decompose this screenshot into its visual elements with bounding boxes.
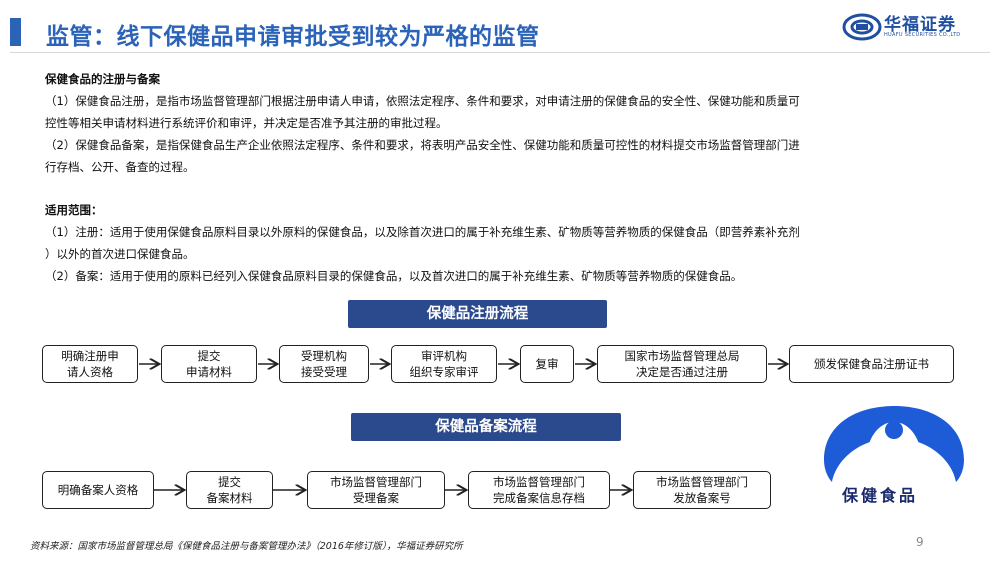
- reg-step-5: 复审: [520, 345, 574, 383]
- paragraph-scope-registration-line1: （1）注册：适用于使用保健食品原料目录以外原料的保健食品，以及除首次进口的属于补…: [45, 225, 800, 239]
- reg-step-1: 明确注册申请人资格: [42, 345, 138, 383]
- reg-step-4: 审评机构组织专家审评: [391, 345, 497, 383]
- title-accent-bar: [10, 18, 21, 46]
- reg-step-6: 国家市场监督管理总局决定是否通过注册: [597, 345, 767, 383]
- paragraph-scope-registration-line2: ）以外的首次进口保健食品。: [45, 247, 195, 261]
- section-title-scope: 适用范围：: [45, 203, 103, 217]
- reg-step-3: 受理机构接受受理: [279, 345, 369, 383]
- health-food-emblem-label: 保健食品: [842, 486, 919, 505]
- filing-step-4: 市场监督管理部门完成备案信息存档: [468, 471, 610, 509]
- company-logo-name: 华福证券: [884, 15, 956, 35]
- paragraph-scope-filing: （2）备案：适用于使用的原料已经列入保健食品原料目录的保健食品，以及首次进口的属…: [45, 269, 743, 283]
- page-title: 监管：线下保健品申请审批受到较为严格的监管: [46, 24, 540, 50]
- filing-step-1: 明确备案人资格: [42, 471, 154, 509]
- company-logo-icon: [842, 13, 882, 41]
- section-title-registration: 保健食品的注册与备案: [45, 72, 160, 86]
- filing-step-5: 市场监督管理部门发放备案号: [633, 471, 771, 509]
- health-food-emblem-icon: [816, 400, 972, 506]
- title-divider: [10, 52, 990, 53]
- page-number: 9: [916, 535, 924, 549]
- filing-step-3: 市场监督管理部门受理备案: [307, 471, 445, 509]
- reg-step-2: 提交申请材料: [161, 345, 257, 383]
- filing-flow-banner: 保健品备案流程: [351, 413, 621, 441]
- paragraph-filing-line2: 行存档、公开、备查的过程。: [45, 160, 195, 174]
- paragraph-registration-line2: 控性等相关申请材料进行系统评价和审评，并决定是否准予其注册的审批过程。: [45, 116, 448, 130]
- paragraph-filing-line1: （2）保健食品备案，是指保健食品生产企业依照法定程序、条件和要求，将表明产品安全…: [45, 138, 800, 152]
- company-logo-subtitle: HUAFU SECURITIES CO.,LTD: [884, 32, 961, 38]
- reg-step-7: 颁发保健食品注册证书: [789, 345, 954, 383]
- registration-flow-banner: 保健品注册流程: [348, 300, 607, 328]
- paragraph-registration-line1: （1）保健食品注册，是指市场监督管理部门根据注册申请人申请，依照法定程序、条件和…: [45, 94, 800, 108]
- source-footnote: 资料来源：国家市场监督管理总局《保健食品注册与备案管理办法》（2016年修订版）…: [30, 541, 463, 552]
- filing-step-2: 提交备案材料: [186, 471, 273, 509]
